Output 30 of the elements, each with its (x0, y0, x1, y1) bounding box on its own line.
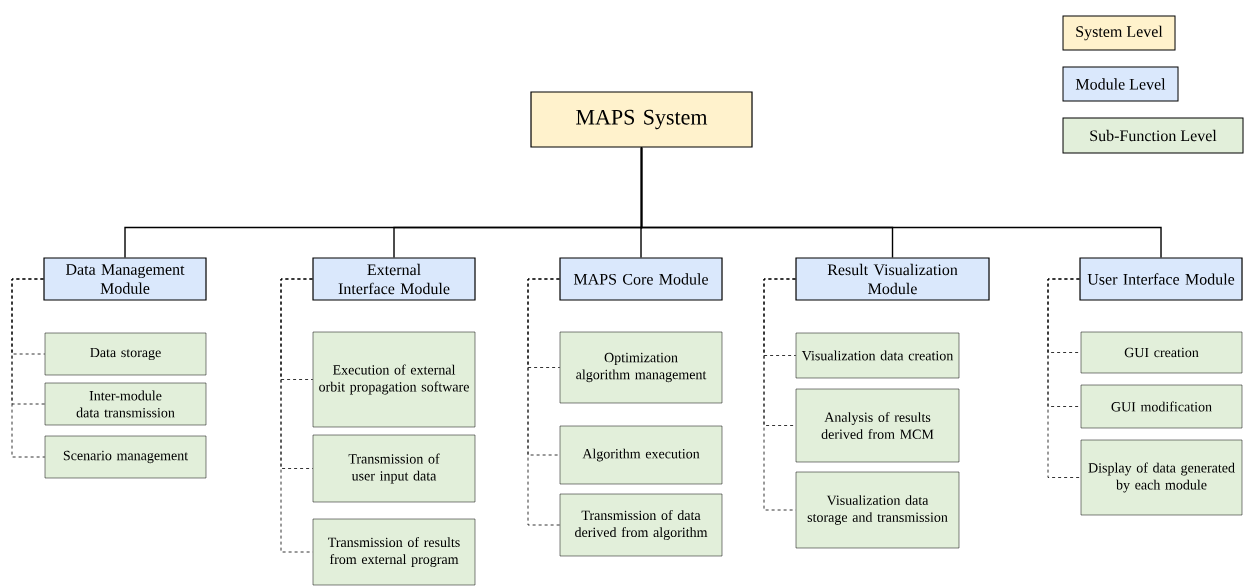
module-box: User Interface Module (1079, 257, 1243, 301)
function-box: Transmission of user input data (312, 434, 476, 503)
module-box: External Interface Module (312, 257, 476, 301)
function-box: Inter-module data transmission (44, 382, 207, 426)
function-box: Visualization data storage and transmission (795, 471, 960, 549)
function-box: GUI modification (1080, 384, 1243, 429)
legend-item: System Level (1062, 15, 1176, 51)
legend-item: Module Level (1062, 66, 1179, 102)
legend-item: Sub-Function Level (1062, 117, 1244, 154)
function-box: Scenario management (44, 435, 207, 479)
function-box: Execution of external orbit propagation software (312, 331, 476, 428)
function-box: Optimization algorithm management (559, 331, 723, 404)
function-box: Algorithm execution (559, 425, 723, 485)
function-box: Visualization data creation (795, 332, 960, 379)
function-box: Analysis of results derived from MCM (795, 388, 960, 463)
connector-line (640, 146, 1162, 259)
function-box: Transmission of data derived from algorithm (559, 493, 723, 557)
connector-line (280, 278, 314, 553)
module-box: Result Visualization Module (795, 257, 990, 301)
function-box: Transmission of results from external program (312, 518, 476, 586)
connector-line (763, 278, 797, 511)
system-box: MAPS System (530, 91, 753, 148)
function-box: Data storage (44, 332, 207, 376)
module-box: MAPS Core Module (559, 257, 723, 301)
function-box: GUI creation (1080, 331, 1243, 374)
connector-line (527, 278, 561, 526)
connector-line (1047, 278, 1082, 478)
connector-line (11, 278, 46, 458)
function-box: Display of data generated by each module (1080, 439, 1243, 516)
module-box: Data Management Module (43, 257, 207, 301)
